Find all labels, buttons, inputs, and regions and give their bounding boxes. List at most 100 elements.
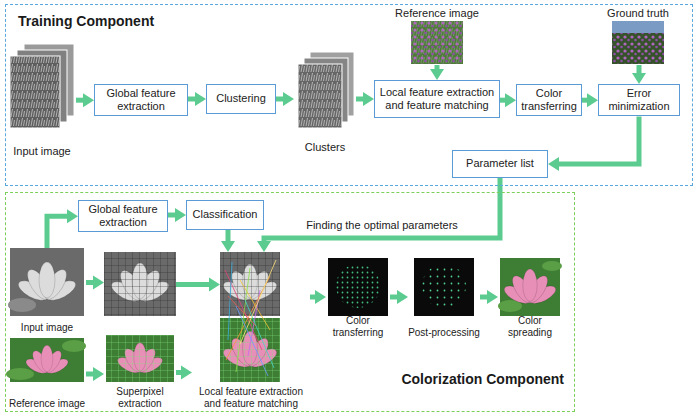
region-heading: Training Component [18, 13, 154, 29]
image-caption: Reference image [8, 398, 86, 410]
illustration-part [10, 56, 60, 128]
arrow-head [195, 92, 206, 106]
illustration-part [24, 345, 70, 376]
arrow-head [83, 93, 94, 107]
image-caption: Clusters [294, 141, 356, 154]
box-label: Global feature extraction [82, 203, 164, 229]
illustration-part [228, 296, 256, 326]
flow-arrow [500, 93, 516, 107]
process-box: Parameter list [452, 150, 548, 178]
ground-truth-photo [612, 21, 664, 64]
arrow-line [637, 65, 642, 74]
training-input-stack [10, 44, 74, 128]
image-node: Clusters [294, 50, 356, 154]
flow-arrow [632, 65, 646, 84]
arrow-head [587, 93, 598, 107]
flow-arrow [86, 367, 104, 381]
illustration-part [612, 21, 664, 33]
illustration-part [6, 368, 34, 380]
grid-lotus-gray [104, 252, 176, 316]
image-caption: Input image [8, 322, 86, 334]
illustration-part [414, 258, 474, 316]
process-box: Global feature extraction [78, 200, 168, 232]
color-transfer-picture [328, 258, 388, 316]
illustration-part [236, 306, 268, 376]
arrow-head [548, 157, 559, 171]
box-label: Global feature extraction [98, 87, 184, 113]
image-node: Color spreading [498, 255, 562, 339]
image-node: Input image [8, 248, 86, 334]
box-label: Error minimization [602, 87, 676, 113]
arrow-head [397, 290, 408, 304]
illustration-part [106, 335, 174, 382]
illustration-part [612, 21, 664, 64]
box-label: Clustering [210, 92, 272, 105]
image-node: Superpixel extraction [104, 335, 176, 410]
illustration-part [10, 56, 60, 128]
arrow-line [480, 295, 488, 300]
illustration-part [236, 268, 250, 372]
arrow-head [257, 241, 271, 252]
image-caption: Color spreading [498, 315, 562, 339]
illustration-part [220, 252, 280, 316]
arrow-line [264, 178, 500, 242]
image-node: Input image [8, 42, 76, 158]
process-box: Color transferring [516, 84, 582, 116]
image-caption: Ground truth [596, 7, 680, 20]
flow-arrow [47, 209, 78, 248]
flow-arrow [480, 290, 498, 304]
process-box: Classification [186, 200, 264, 230]
illustration-part [220, 252, 280, 316]
arrow-head [487, 290, 498, 304]
arrow-head [175, 208, 186, 222]
layout-arrow [86, 276, 220, 292]
illustration-part [336, 264, 380, 308]
image-caption: Input image [8, 145, 76, 158]
process-box: Local feature extraction and feature mat… [374, 80, 500, 118]
illustration-part [93, 276, 104, 290]
flow-arrow [582, 93, 598, 107]
image-caption: Superpixel extraction [104, 386, 176, 410]
illustration-part [106, 335, 174, 382]
image-node: Reference image [8, 338, 86, 410]
illustration-part [228, 262, 232, 340]
arrow-line [86, 372, 94, 377]
component-region: Colorization ComponentGlobal feature ext… [5, 192, 575, 412]
image-node: Reference image [389, 7, 485, 65]
image-node: Color transferring [326, 255, 390, 339]
image-node: Post-processing [408, 255, 480, 339]
flow-arrow [188, 92, 206, 106]
flow-arrow [276, 92, 294, 106]
arrow-line [390, 295, 398, 300]
arrow-head [283, 92, 294, 106]
illustration-part [298, 64, 342, 128]
illustration-part [15, 262, 78, 304]
illustration-part [298, 64, 342, 128]
arrow-head [67, 209, 78, 223]
arrow-head [181, 366, 192, 380]
process-box: Global feature extraction [94, 84, 188, 116]
arrow-line [168, 213, 176, 218]
arrow-line [47, 216, 68, 248]
illustration-part [542, 261, 562, 271]
flow-arrow [176, 366, 192, 380]
illustration-part [225, 260, 276, 376]
illustration-part [176, 282, 210, 287]
illustration-part [411, 21, 463, 64]
illustration-part [502, 269, 559, 307]
arrow-head [221, 241, 235, 252]
illustration-part [240, 260, 276, 344]
training-reference-photo [411, 21, 463, 64]
input-lotus-gray [8, 248, 84, 316]
illustration-part [422, 264, 466, 308]
flow-arrow [221, 230, 235, 252]
flow-arrow [548, 116, 639, 171]
illustration-part [62, 340, 86, 352]
flow-arrow [310, 290, 326, 304]
color-spreading-picture [498, 258, 562, 316]
image-caption: Reference image [389, 7, 485, 20]
arrow-line [226, 230, 231, 242]
flow-arrow [390, 290, 408, 304]
clusters-stack [298, 52, 354, 128]
edge-label: Finding the optimal parameters [304, 219, 460, 232]
